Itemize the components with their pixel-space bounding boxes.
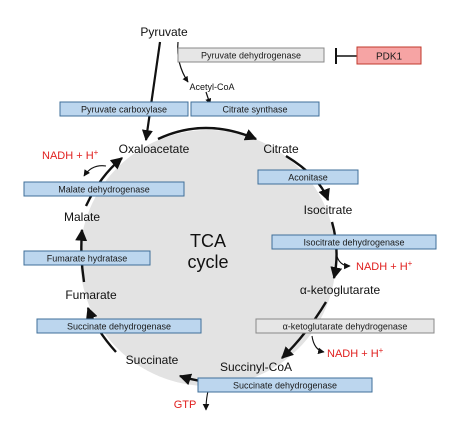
arrow-malate-to-oxaloacetate (84, 157, 123, 207)
enzyme-pyruvate-carboxylase: Pyruvate carboxylase (59, 101, 189, 117)
enzyme-label: Succinate dehydrogenase (233, 381, 337, 391)
metabolite-pyruvate: Pyruvate (140, 25, 188, 39)
arrow-nadh-malate (83, 165, 107, 177)
pdk1-box (356, 46, 422, 65)
enzyme-succinyl-coa-step: Succinate dehydrogenase (197, 377, 373, 393)
enzyme-label: Pyruvate dehydrogenase (201, 51, 301, 61)
enzyme-label: Aconitase (288, 173, 328, 183)
arrow-pyruvate-to-acetylcoa (177, 41, 189, 83)
enzyme-label: Fumarate hydratase (47, 254, 128, 264)
pdk1-label: PDK1 (376, 52, 403, 63)
product-nadh-akg: NADH + H+ (327, 346, 384, 360)
enzyme-akg-dehydrogenase: α-ketoglutarate dehydrogenase (255, 318, 435, 334)
metabolite-succinyl-coa: Succinyl-CoA (220, 360, 292, 374)
arrow-nadh-akg (311, 335, 325, 355)
enzyme-isocitrate-dehydrogenase: Isocitrate dehydrogenase (271, 234, 437, 250)
enzyme-succinate-dehydrogenase: Succinate dehydrogenase (36, 318, 202, 334)
arrow-isocitrate-to-akg (330, 221, 343, 280)
metabolite-alpha-ketoglutarate: α-ketoglutarate (300, 283, 381, 297)
enzyme-label: α-ketoglutarate dehydrogenase (283, 322, 408, 332)
metabolite-citrate: Citrate (263, 142, 299, 156)
enzyme-label: Succinate dehydrogenase (67, 322, 171, 332)
enzyme-label: Citrate synthase (222, 105, 287, 115)
metabolite-fumarate: Fumarate (65, 288, 117, 302)
arrow-oxaloacetate-to-citrate (157, 126, 258, 141)
arrow-nadh-isocitrate (335, 251, 351, 270)
cycle-title-line2: cycle (187, 252, 228, 272)
cycle-title-line1: TCA (190, 231, 226, 251)
enzyme-pyruvate-dehydrogenase: Pyruvate dehydrogenase (177, 47, 325, 63)
product-nadh-isocitrate: NADH + H+ (356, 259, 413, 273)
enzyme-aconitase: Aconitase (257, 169, 359, 185)
enzyme-fumarate-hydratase: Fumarate hydratase (23, 250, 151, 266)
enzyme-label: Pyruvate carboxylase (81, 105, 167, 115)
enzyme-label: Isocitrate dehydrogenase (303, 238, 404, 248)
arrow-pyruvate-to-oxaloacetate (141, 41, 162, 142)
enzyme-citrate-synthase: Citrate synthase (190, 101, 320, 117)
enzyme-label: Malate dehydrogenase (58, 185, 150, 195)
product-gtp: GTP (174, 399, 197, 411)
metabolite-oxaloacetate: Oxaloacetate (119, 142, 190, 156)
metabolite-malate: Malate (64, 210, 100, 224)
metabolite-isocitrate: Isocitrate (304, 203, 353, 217)
metabolite-succinate: Succinate (126, 353, 179, 367)
product-nadh-malate: NADH + H+ (42, 148, 99, 162)
enzyme-malate-dehydrogenase: Malate dehydrogenase (23, 181, 185, 197)
metabolite-acetyl-coa: Acetyl-CoA (189, 82, 234, 92)
pdk1-inhibition: PDK1 (335, 46, 422, 65)
